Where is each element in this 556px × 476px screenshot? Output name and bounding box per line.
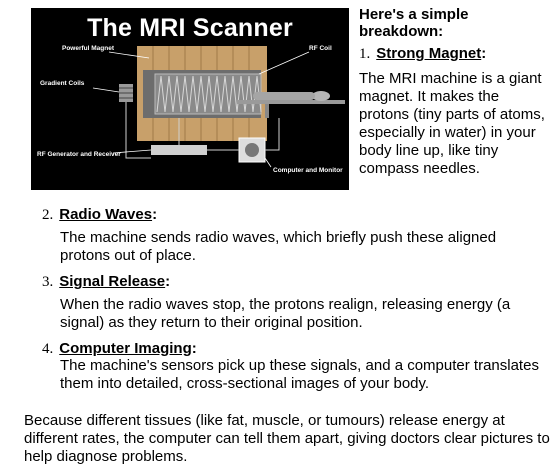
mri-scanner-illustration	[92, 46, 345, 168]
step-2-number: 2.	[42, 207, 54, 223]
step-1-title: Strong Magnet	[376, 45, 482, 62]
step-1-number: 1.	[359, 46, 371, 62]
label-gradient-coils: Gradient Coils	[40, 80, 85, 87]
label-rf-generator: RF Generator and Receiver	[37, 151, 121, 158]
monitor-scan-image	[245, 143, 259, 157]
connection-wires	[125, 102, 280, 159]
patient-body	[253, 92, 315, 100]
step-3-heading: 3. Signal Release:	[42, 273, 170, 291]
step-3-text: When the radio waves stop, the protons r…	[60, 296, 511, 331]
intro-heading: Here's a simple breakdown:	[359, 6, 554, 40]
leader-lines	[92, 51, 310, 168]
step-2-colon: :	[152, 206, 158, 223]
diagram-title: The MRI Scanner	[87, 14, 293, 42]
intro-line-1: Here's a simple	[359, 6, 469, 23]
step-3-title: Signal Release	[59, 273, 166, 290]
label-rf-coil: RF Coil	[309, 45, 332, 52]
intro-line-2: breakdown:	[359, 23, 444, 40]
gradient-coil	[119, 84, 133, 102]
step-4-title: Computer Imaging	[59, 340, 192, 357]
step-2-text: The machine sends radio waves, which bri…	[60, 229, 497, 264]
patient-table	[237, 100, 345, 104]
step-4-heading: 4. Computer Imaging:	[42, 340, 197, 358]
step-1-heading: 1. Strong Magnet:	[359, 45, 486, 63]
step-1-colon: :	[481, 45, 487, 62]
table-leg	[265, 104, 269, 118]
step-2-heading: 2. Radio Waves:	[42, 206, 157, 224]
step-2-title: Radio Waves	[59, 206, 153, 223]
step-4-text: The machine's sensors pick up these sign…	[60, 357, 539, 392]
label-powerful-magnet: Powerful Magnet	[62, 45, 115, 52]
step-3-colon: :	[165, 273, 171, 290]
patient-head	[312, 91, 330, 101]
rf-generator	[151, 145, 207, 155]
step-1-text: The MRI machine is a giant magnet. It ma…	[359, 70, 545, 177]
mri-scanner-diagram: The MRI Scanner Powerful Magnet RF Coil …	[31, 8, 349, 190]
step-3-number: 3.	[42, 274, 54, 290]
label-computer-monitor: Computer and Monitor	[273, 167, 343, 174]
step-4-colon: :	[191, 340, 197, 357]
step-4-number: 4.	[42, 341, 54, 357]
closing-paragraph: Because different tissues (like fat, mus…	[24, 412, 550, 465]
